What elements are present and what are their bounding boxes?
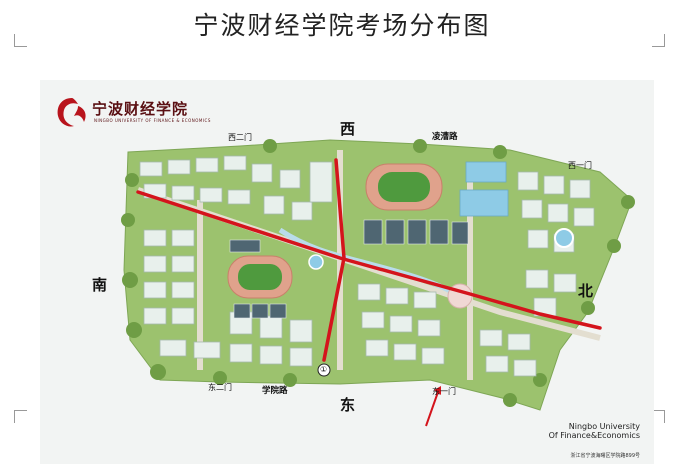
crop-mark-top-left <box>14 34 27 47</box>
route-diagonal <box>136 190 602 330</box>
football-field-north <box>378 172 430 202</box>
gate-west-1: 西一门 <box>568 161 592 170</box>
swimming-pool <box>465 161 507 183</box>
crop-mark-top-right <box>652 34 665 47</box>
footer-english-name: Ningbo University Of Finance&Economics <box>549 422 640 440</box>
footer-en-line2: Of Finance&Economics <box>548 431 640 440</box>
gym-roof <box>459 189 509 217</box>
east-gate-arrowhead <box>434 386 441 395</box>
direction-east: 东 <box>340 396 356 414</box>
gate-east-1: 东一门 <box>432 387 456 396</box>
logo-name-en: NINGBO UNIVERSITY OF FINANCE & ECONOMICS <box>94 118 211 123</box>
footer-address: 浙江省宁波海曙区学院路899号 <box>570 453 640 459</box>
gate-west-2: 西二门 <box>228 133 252 142</box>
courts-south <box>229 239 287 319</box>
direction-north: 北 <box>578 282 594 300</box>
courts-north <box>363 219 469 245</box>
direction-west: 西 <box>340 120 356 138</box>
road-lingjiang: 凌漕路 <box>432 132 458 142</box>
road-xueyuan: 学院路 <box>262 386 288 396</box>
campus-map: 宁波财经学院 NINGBO UNIVERSITY OF FINANCE & EC… <box>40 80 654 464</box>
marker-circle <box>317 363 331 377</box>
footer-en-line1: Ningbo University <box>568 422 640 431</box>
fountain-east <box>554 228 574 248</box>
crop-mark-bottom-right <box>652 410 665 423</box>
fountain-center <box>308 254 324 270</box>
logo-name-cn: 宁波财经学院 <box>92 100 189 118</box>
direction-south: 南 <box>92 276 108 294</box>
gate-east-2: 东二门 <box>208 383 232 392</box>
football-field-south <box>238 264 282 290</box>
buildings <box>139 155 595 377</box>
east-gate-arrow <box>425 391 439 427</box>
page-title: 宁波财经学院考场分布图 <box>193 11 491 40</box>
route-lines <box>136 158 602 362</box>
crop-mark-bottom-left <box>14 410 27 423</box>
tree-border <box>121 139 635 407</box>
university-logo-icon <box>57 98 86 127</box>
marker-number: ① <box>320 365 328 374</box>
route-vertical <box>322 158 346 362</box>
campus-map-drawing <box>121 139 635 427</box>
